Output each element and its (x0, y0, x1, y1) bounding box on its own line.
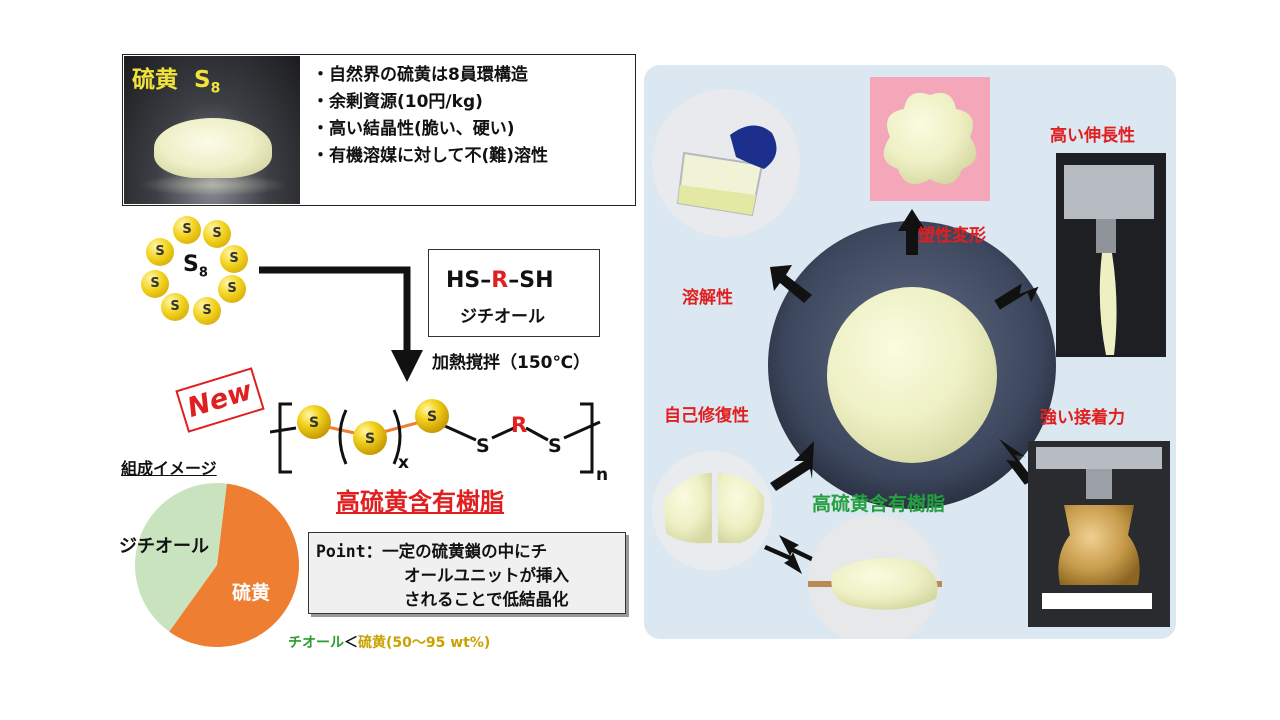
ratio-sulfur: 硫黄(50～95 wt%) (358, 635, 491, 651)
polymer-s-label: S (548, 435, 562, 457)
composition-pie (135, 483, 299, 647)
point-line: されることで低結晶化 (404, 590, 569, 609)
property-arrows (764, 209, 1039, 574)
polymer-sulfur-atom (415, 399, 449, 433)
s8-center-label: S8 (183, 252, 208, 280)
polymer-subscript-n: n (596, 465, 608, 485)
ring-sulfur-atom: S (141, 270, 169, 298)
sulfur-pile (154, 118, 272, 178)
fact-item: ・余剰資源(10円/kg) (312, 92, 483, 112)
dithiol-name: ジチオール (460, 307, 545, 327)
rebond-arrow-icon (779, 535, 819, 564)
arrow-upleft-icon (770, 265, 812, 303)
polymer-r-group: R (511, 413, 527, 437)
pie-label-dithiol: ジチオール (119, 536, 209, 557)
properties-illustration (652, 77, 1170, 639)
sulfur-photo-label: 硫黄 S8 (132, 60, 220, 97)
polymer-s-label: S (427, 409, 437, 425)
ratio-lt: ＜ (344, 635, 358, 651)
sulfur-label-text: 硫黄 (132, 67, 178, 93)
adhesion-base (1042, 593, 1152, 609)
properties-panel: 塑性変形 高い伸長性 溶解性 自己修復性 強い接着力 高硫黄含有樹脂 (644, 65, 1176, 639)
tensile-clamp (1064, 165, 1154, 219)
polymer-structure: S S S S R S x n (270, 399, 608, 485)
arrow-downright-icon (998, 438, 1034, 485)
ring-sulfur-atom: S (193, 297, 221, 325)
dithiol-formula: HS–R–SH (446, 268, 553, 293)
polymer-s-label: S (365, 431, 375, 447)
pie-slice (169, 483, 299, 647)
s8-center-symbol: S (183, 252, 199, 277)
dithiol-r-group: R (491, 268, 509, 293)
arrow-upright-icon (994, 283, 1039, 310)
label-solubility: 溶解性 (682, 288, 733, 308)
sulfur-facts-list: ・自然界の硫黄は8員環構造 ・余剰資源(10円/kg) ・高い結晶性(脆い、硬い… (312, 62, 632, 170)
point-line: オールユニットが挿入 (404, 566, 569, 585)
label-elongation: 高い伸長性 (1050, 126, 1135, 146)
resin-ball (827, 287, 997, 463)
new-badge: New (175, 367, 265, 433)
ring-sulfur-atom: S (161, 293, 189, 321)
sulfur-powder-photo (124, 56, 300, 204)
point-text: Point：一定の硫黄鎖の中にチ オールユニットが挿入 されることで低結晶化 (316, 540, 626, 612)
pie-slice (135, 483, 227, 632)
resin-piece-right (718, 473, 765, 543)
resin-piece-left (664, 473, 712, 544)
label-center-resin: 高硫黄含有樹脂 (812, 493, 946, 515)
polymer-sulfur-atom (353, 421, 387, 455)
photo-reflection (138, 174, 288, 196)
polymer-s-label: S (309, 415, 319, 431)
sulfur-info-box (122, 54, 636, 206)
arrow-up-icon (898, 209, 926, 231)
dithiol-sh: –SH (508, 268, 554, 293)
adhesion-clamp (1036, 447, 1162, 469)
dithiol-hs: HS– (446, 268, 492, 293)
reaction-condition: 加熱撹拌（150℃） (432, 353, 591, 373)
ratio-thiol: チオール (288, 635, 344, 651)
sulfur-formula-sub: 8 (210, 80, 221, 97)
polymer-subscript-x: x (398, 453, 409, 473)
vial-solution (678, 185, 756, 215)
healed-resin (831, 557, 938, 610)
point-lead: Point： (316, 542, 383, 561)
molded-resin (883, 92, 977, 185)
resin-title: 高硫黄含有樹脂 (336, 488, 504, 516)
ring-sulfur-atom: S (146, 238, 174, 266)
tensile-grip (1096, 219, 1116, 253)
fact-item: ・高い結晶性(脆い、硬い) (312, 119, 515, 139)
fact-item: ・有機溶媒に対して不(難)溶性 (312, 146, 549, 166)
sulfur-formula: S (194, 67, 211, 93)
arrow-up-icon (906, 229, 918, 255)
label-self-healing: 自己修復性 (664, 406, 749, 426)
polymer-s-label: S (476, 435, 490, 457)
dithiol-box (428, 249, 600, 337)
gloved-hand (730, 125, 777, 169)
label-adhesion: 強い接着力 (1040, 408, 1125, 428)
s8-center-sub: 8 (198, 265, 208, 281)
pie-label-sulfur: 硫黄 (232, 582, 271, 604)
ring-sulfur-atom: S (218, 275, 246, 303)
fact-item: ・自然界の硫黄は8員環構造 (312, 65, 528, 85)
ring-sulfur-atom: S (173, 216, 201, 244)
rebond-arrow-icon (764, 545, 802, 574)
ring-sulfur-atom: S (220, 245, 248, 273)
brass-weight (1058, 505, 1140, 585)
composition-ratio: チオール＜硫黄(50～95 wt%) (288, 632, 490, 652)
polymer-sulfur-atom (297, 405, 331, 439)
composition-label: 組成イメージ (121, 459, 217, 478)
point-line: 一定の硫黄鎖の中にチ (382, 542, 548, 561)
ring-sulfur-atom: S (203, 220, 231, 248)
arrow-downleft-icon (770, 441, 814, 491)
stretched-resin (1099, 253, 1117, 355)
reaction-arrow (259, 266, 423, 382)
label-plastic-deformation: 塑性変形 (918, 226, 986, 246)
adhesion-rod (1086, 469, 1112, 499)
point-box (308, 532, 626, 614)
